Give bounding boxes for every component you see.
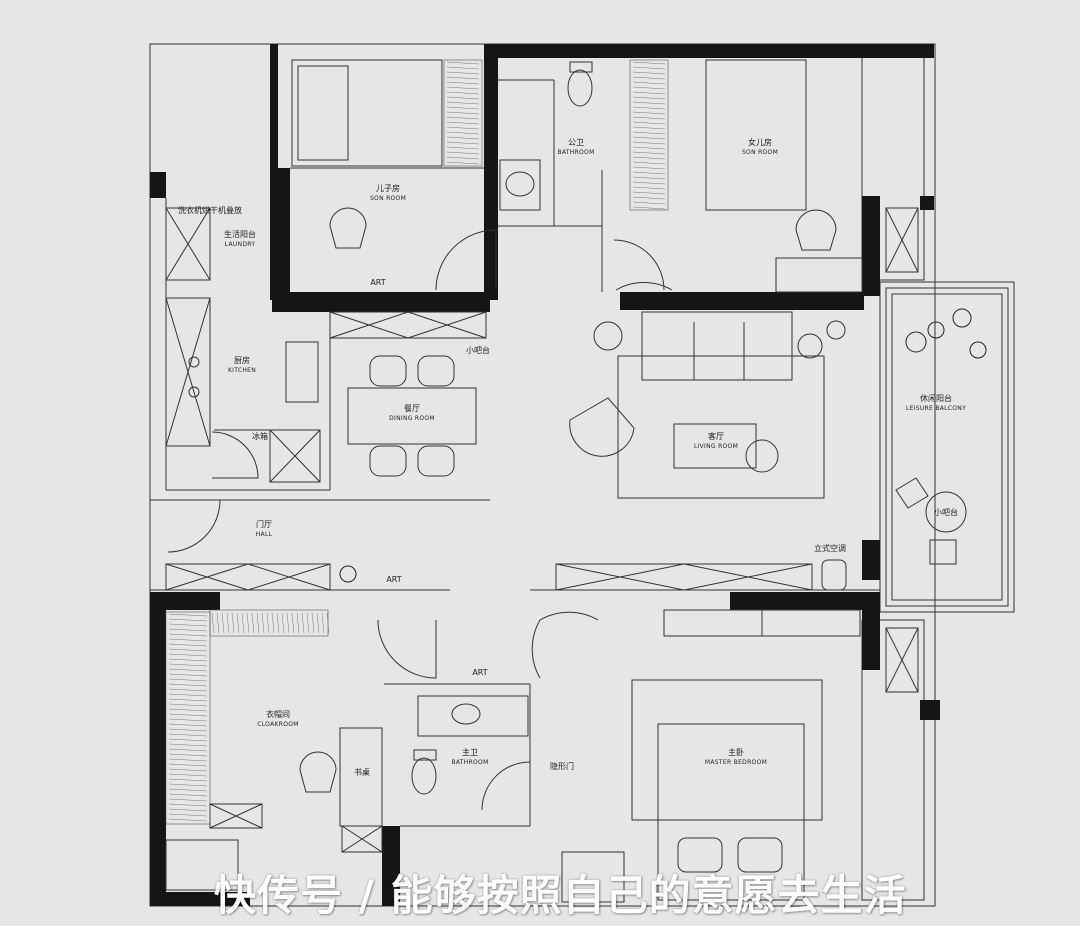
label-daughter-room: 女儿房 SON ROOM	[741, 138, 779, 156]
balcony-outline	[879, 281, 1015, 613]
watermark-text: 快传号 / 能够按照自己的意愿去生活	[214, 871, 907, 920]
note-art-1: ART	[370, 278, 386, 287]
chairs	[299, 207, 967, 873]
label-living: 客厅 LIVING ROOM	[693, 432, 739, 450]
label-cloakroom: 衣帽间 CLOAKROOM	[257, 710, 299, 728]
label-balcony: 休闲阳台 LEISURE BALCONY	[905, 394, 967, 412]
note-art-3: ART	[472, 668, 488, 677]
living-furniture	[569, 311, 846, 499]
dining-furniture	[347, 355, 477, 477]
note-fridge: 冰箱	[252, 432, 268, 441]
note-ac: 立式空调	[814, 544, 846, 553]
note-washer-dryer: 洗衣机烘干机叠放	[178, 206, 242, 215]
doors	[167, 229, 673, 811]
note-art-2: ART	[386, 575, 402, 584]
cabinets	[165, 207, 919, 853]
label-master-bedroom: 主卧 MASTER BEDROOM	[704, 748, 768, 766]
label-kitchen: 厨房 KITCHEN	[227, 356, 257, 374]
label-son-room: 儿子房 SON ROOM	[369, 184, 407, 202]
label-hall: 门厅 HALL	[255, 520, 273, 538]
beds	[291, 59, 823, 901]
outer-outline	[149, 43, 936, 907]
label-dining: 餐厅 DINING ROOM	[389, 404, 435, 422]
label-master-bath: 主卫 BATHROOM	[451, 748, 489, 766]
label-public-bath: 公卫 BATHROOM	[557, 138, 595, 156]
note-balcony-bar: 小吧台	[934, 508, 958, 517]
walls	[150, 44, 940, 906]
fixtures	[188, 61, 593, 795]
note-desk: 书桌	[354, 768, 370, 777]
note-mini-bar: 小吧台	[466, 346, 490, 355]
label-laundry: 生活阳台 LAUNDRY	[224, 230, 256, 248]
plants	[339, 308, 987, 583]
note-hidden-door: 隐形门	[550, 762, 574, 771]
wardrobe-hangers	[165, 59, 669, 825]
